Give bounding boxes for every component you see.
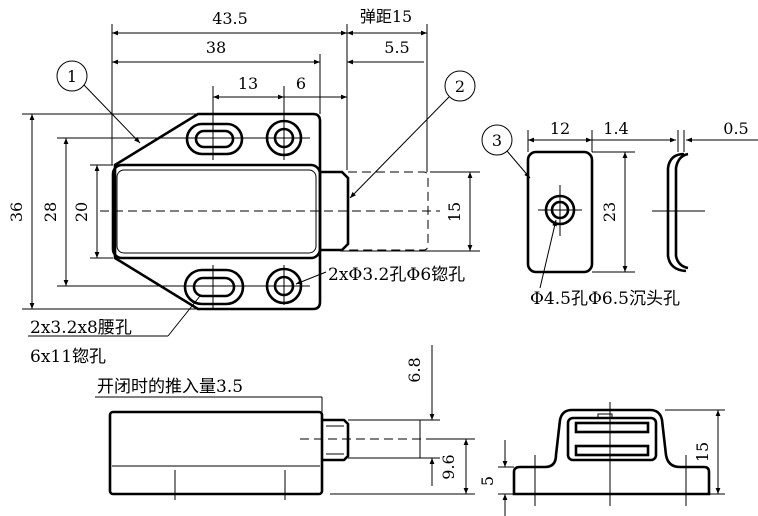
plunger	[320, 170, 350, 252]
svg-text:1: 1	[67, 67, 77, 86]
side-view: 6.8 9.6	[108, 345, 475, 500]
dim-striker-gap: 1.4	[603, 119, 628, 138]
dim-hole-pitch: 13	[238, 74, 258, 93]
balloon-1	[56, 60, 88, 92]
dim-plunger-ext: 5.5	[384, 38, 409, 57]
side-body	[108, 410, 324, 496]
dim-overall-length: 43.5	[212, 9, 248, 28]
dim-striker-thk: 0.5	[723, 119, 748, 138]
dim-hole-spacing: 28	[41, 202, 60, 222]
svg-text:2: 2	[455, 77, 465, 96]
note-push-in: 开闭时的推入量3.5	[97, 377, 243, 397]
dim-hole-edge: 6	[296, 74, 306, 93]
svg-text:3: 3	[492, 131, 502, 150]
striker-side-view: 1.4 0.5	[592, 119, 758, 273]
dimensions-top-view: 43.5 弹距15 38 5.5 13 6 36 28 20 15	[7, 7, 480, 310]
note-slot-counterbore: 6x11锪孔	[30, 347, 106, 367]
dim-front-base: 5	[478, 476, 497, 486]
striker-plate	[526, 150, 594, 274]
mounting-plate	[113, 112, 322, 311]
dim-front-height: 15	[693, 442, 712, 462]
dim-body-height: 20	[72, 202, 91, 222]
note-striker-hole: Φ4.5孔Φ6.5沉头孔	[530, 289, 680, 309]
top-view	[100, 86, 440, 311]
latch-body	[111, 163, 322, 260]
dim-height-overall: 36	[7, 202, 26, 222]
dim-side-top: 6.8	[405, 357, 424, 382]
dim-striker-width: 12	[550, 119, 570, 138]
dim-plunger-height: 15	[445, 202, 464, 222]
striker-plate-view: 12 23	[526, 119, 635, 274]
dim-body-length: 38	[206, 38, 226, 57]
front-view: 5 15	[478, 402, 725, 516]
balloon-3	[481, 124, 513, 156]
notes: 2xΦ3.2孔Φ6锪孔 2x3.2x8腰孔 6x11锪孔 开闭时的推入量3.5 …	[28, 219, 680, 415]
slot-hole-top	[185, 122, 244, 156]
dim-stroke: 弹距15	[360, 7, 412, 26]
front-outline	[512, 408, 711, 496]
dim-striker-height: 23	[600, 202, 619, 222]
slot-hole-bottom	[183, 268, 245, 306]
dim-side-center: 9.6	[439, 454, 458, 479]
note-slot-holes: 2x3.2x8腰孔	[30, 318, 132, 338]
balloons: 1 2 3	[56, 60, 531, 199]
note-round-holes: 2xΦ3.2孔Φ6锪孔	[328, 265, 465, 285]
balloon-2	[444, 70, 476, 102]
